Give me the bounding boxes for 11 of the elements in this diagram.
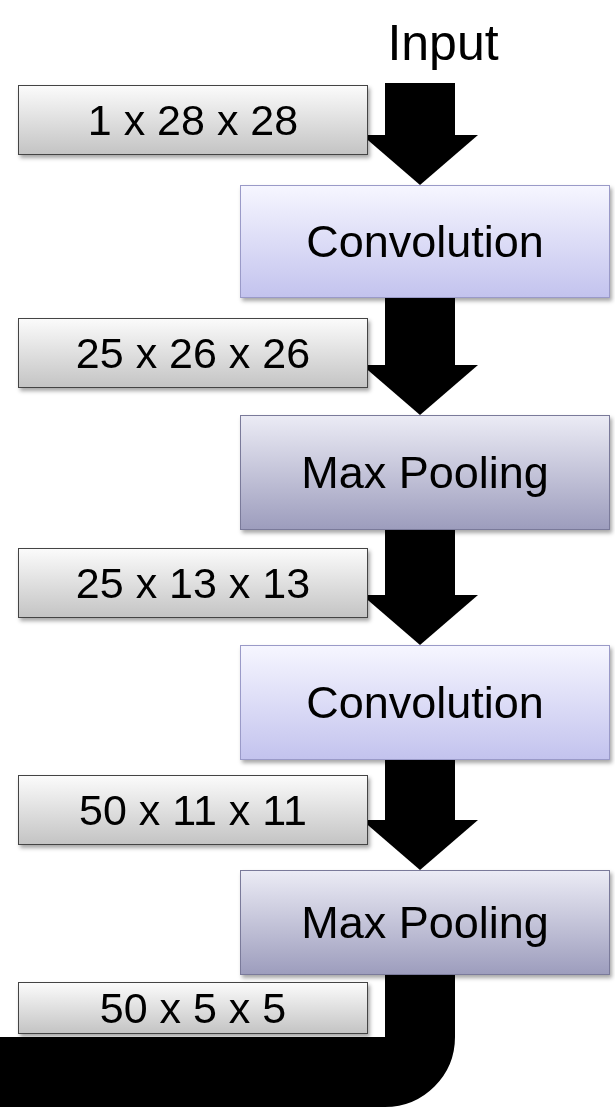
layer-box: Convolution	[240, 645, 610, 760]
layer-box: Convolution	[240, 185, 610, 298]
shape-label-box: 25 x 26 x 26	[18, 318, 368, 388]
layer-box: Max Pooling	[240, 415, 610, 530]
thick-connector	[0, 975, 455, 1107]
shape-label-box: 25 x 13 x 13	[18, 548, 368, 618]
shape-label-box: 50 x 11 x 11	[18, 775, 368, 845]
layer-box: Max Pooling	[240, 870, 610, 975]
shape-label-box: 50 x 5 x 5	[18, 982, 368, 1034]
shape-label-box: 1 x 28 x 28	[18, 85, 368, 155]
input-label: Input	[358, 3, 528, 83]
